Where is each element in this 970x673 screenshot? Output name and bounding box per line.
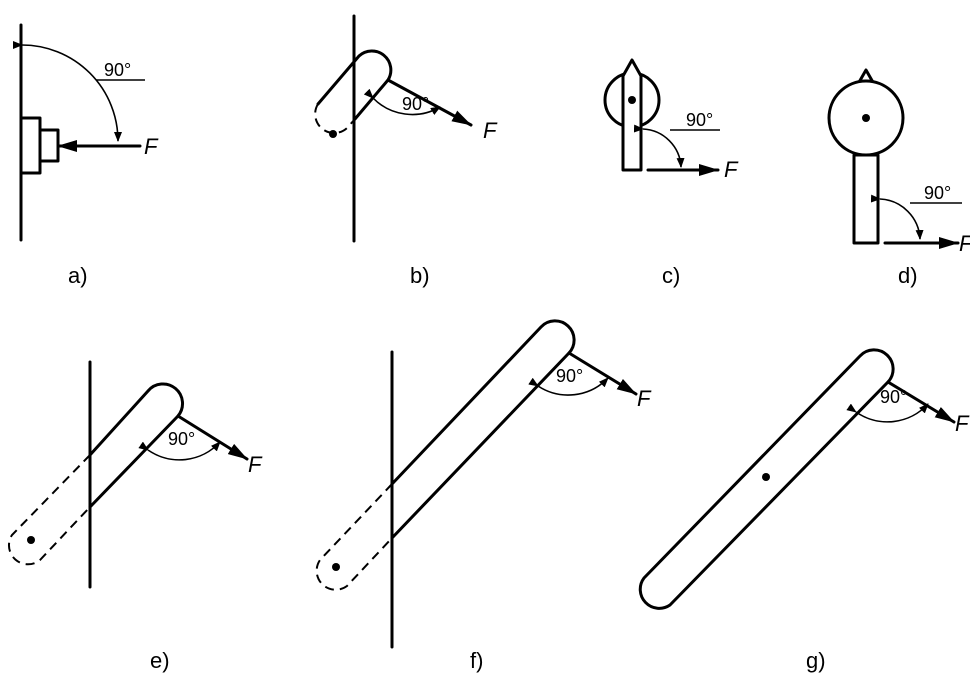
force-label: F [248, 452, 263, 477]
figure-caption: c) [662, 263, 680, 288]
figure-f: 90° F f) [315, 319, 652, 673]
lever-body [390, 319, 576, 540]
lever-hidden-end [315, 483, 393, 591]
angle-label: 90° [168, 429, 195, 449]
force-label: F [637, 386, 652, 411]
angle-label: 90° [924, 183, 951, 203]
angle-arc [846, 403, 929, 423]
force-arrow [386, 78, 473, 127]
figure-e: 90° F e) [7, 360, 263, 673]
figure-caption: g) [806, 648, 826, 673]
angle-arc [633, 124, 685, 168]
lever-body [88, 382, 185, 509]
figure-caption: a) [68, 263, 88, 288]
mounting-block [19, 116, 42, 175]
force-label: F [724, 157, 739, 182]
force-arrow [567, 351, 638, 396]
angle-label: 90° [104, 60, 131, 80]
angle-arc [12, 40, 122, 142]
angle-label: 90° [556, 366, 583, 386]
handle-stem [852, 153, 880, 245]
figure-caption: f) [470, 648, 483, 673]
pivot-point [762, 473, 770, 481]
figure-c: 90° F c) [603, 58, 739, 288]
angle-label: 90° [686, 110, 713, 130]
button-part [38, 128, 60, 163]
lever-hidden-end [314, 103, 356, 134]
angle-label: 90° [880, 387, 907, 407]
pivot-point [862, 114, 870, 122]
force-arrow [886, 380, 956, 424]
figure-a: 90° F a) [12, 23, 159, 288]
force-label: F [483, 118, 498, 143]
figure-caption: d) [898, 263, 918, 288]
angle-label: 90° [402, 94, 429, 114]
figure-g: 90° F g) [638, 348, 970, 673]
figure-d: 90° F d) [827, 68, 970, 288]
angle-arc [138, 441, 221, 461]
force-label: F [144, 134, 159, 159]
pivot-point [329, 130, 337, 138]
lever-body [316, 49, 393, 121]
lever-hidden-end [7, 454, 91, 566]
figure-caption: e) [150, 648, 170, 673]
figure-b: 90° F b) [314, 14, 498, 288]
angle-arc [363, 88, 441, 116]
force-arrow [176, 414, 249, 461]
pivot-point [27, 536, 35, 544]
force-label: F [955, 411, 970, 436]
pivot-point [628, 96, 636, 104]
pointer-lever [621, 58, 643, 172]
pivot-point [332, 563, 340, 571]
figure-caption: b) [410, 263, 430, 288]
angle-arc [528, 377, 609, 396]
force-label: F [959, 231, 970, 256]
angle-arc [870, 194, 924, 240]
